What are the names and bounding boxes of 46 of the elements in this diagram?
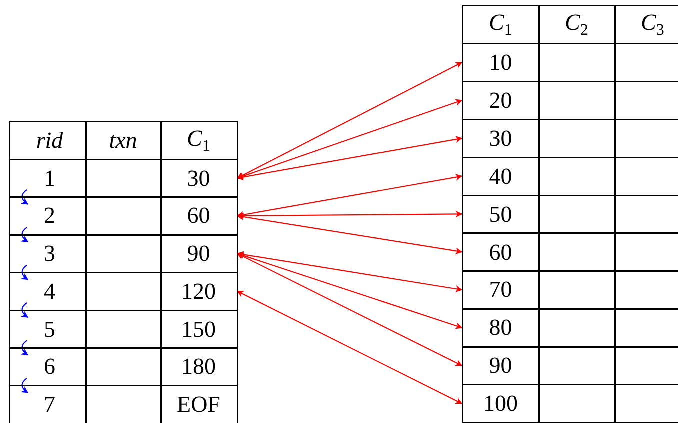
table-cell: 120 [160, 272, 238, 311]
table-cell: 30 [462, 118, 540, 158]
arrow [236, 136, 463, 181]
table-cell: 40 [462, 156, 540, 196]
table-cell: 5 [9, 310, 86, 349]
arrow [20, 227, 29, 243]
arrow [236, 174, 463, 218]
table-cell: 60 [462, 232, 540, 272]
arrow [236, 214, 463, 255]
table-cell: 1 [9, 158, 86, 198]
arrow [236, 99, 463, 180]
table-cell: 80 [462, 308, 540, 348]
table-cell: 70 [462, 270, 540, 310]
table-cell: 180 [160, 347, 238, 386]
arrow [236, 252, 463, 330]
arrow [20, 378, 29, 394]
column-header: C$_{1}$ [462, 5, 540, 44]
table-cell: 2 [9, 196, 86, 236]
table-cell: 7 [9, 384, 86, 423]
table-cell: 90 [462, 346, 540, 386]
arrow [236, 62, 463, 179]
table-cell: 90 [160, 234, 238, 274]
column-header: C$_{1}$ [160, 121, 238, 160]
table-cell: 10 [462, 42, 540, 82]
table-cell: 150 [160, 310, 238, 349]
column-header: C$_{2}$ [538, 5, 616, 44]
arrow [20, 340, 29, 356]
table-cell: 30 [160, 158, 238, 198]
table-cell: 20 [462, 80, 540, 120]
table-cell: EOF [160, 384, 238, 423]
arrow [236, 251, 463, 292]
arrow [236, 253, 463, 366]
column-header: txn [85, 121, 162, 160]
arrow [20, 189, 29, 205]
arrow [20, 302, 29, 318]
column-header: rid [9, 121, 86, 160]
table-cell: 4 [9, 272, 86, 311]
arrow [236, 290, 463, 404]
table-cell: 50 [462, 194, 540, 234]
arrow [20, 264, 29, 280]
table-cell: 60 [160, 196, 238, 236]
table-cell: 3 [9, 234, 86, 274]
table-cell: 100 [462, 384, 540, 423]
column-header: C$_{3}$ [614, 5, 678, 44]
table-cell: 6 [9, 347, 86, 386]
arrow [236, 210, 463, 220]
